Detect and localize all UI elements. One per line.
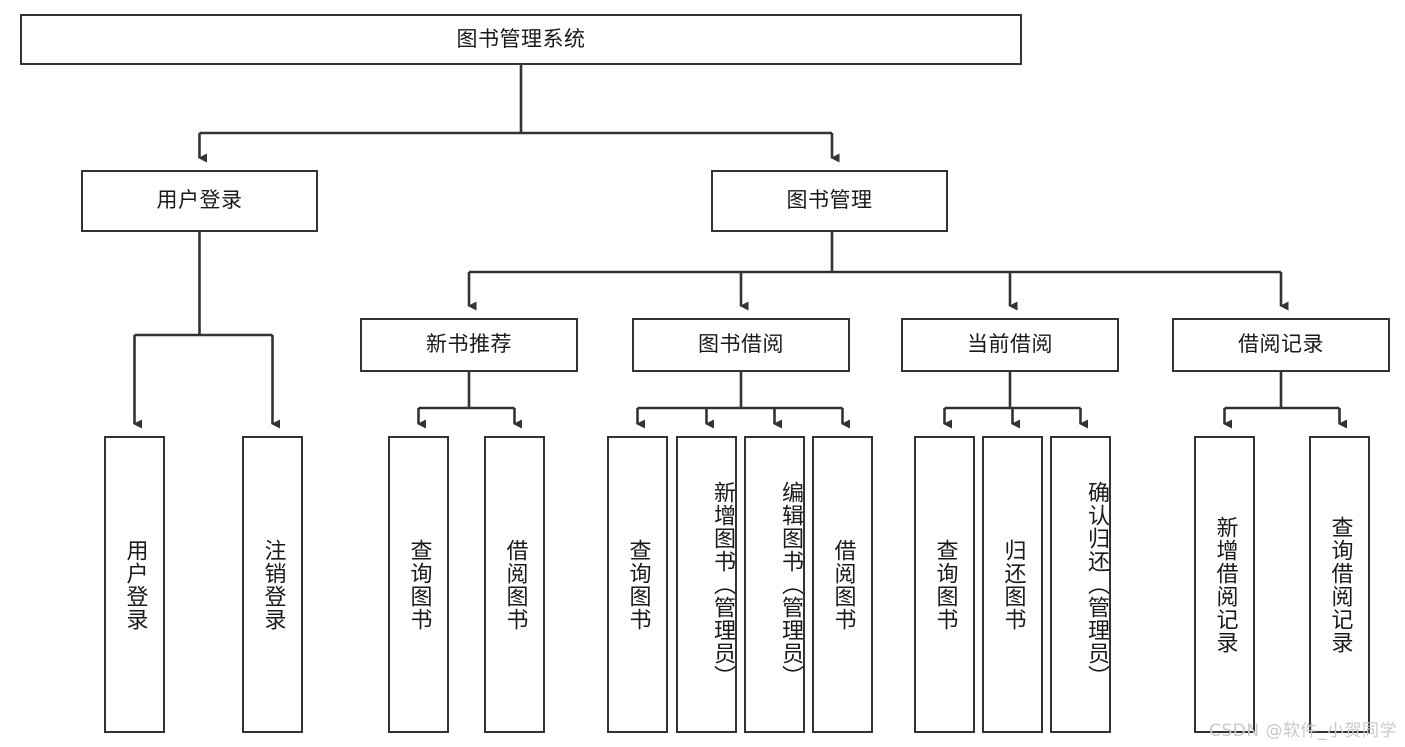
node-current-borrow-label: 当前借阅 <box>967 332 1053 357</box>
node-user-login-label: 用户登录 <box>156 188 243 213</box>
node-borrow-record[interactable]: 借阅记录 <box>1172 318 1390 372</box>
node-leaf-label: 用户登录 <box>122 538 148 631</box>
node-borrow-record-label: 借阅记录 <box>1238 332 1324 357</box>
node-leaf-confirm-return-admin[interactable]: 确认归还（管理员） <box>1050 436 1111 733</box>
node-new-book-recommend-label: 新书推荐 <box>426 332 512 357</box>
node-leaf-user-login[interactable]: 用户登录 <box>104 436 165 733</box>
node-leaf-label: 查询图书 <box>932 538 958 631</box>
watermark: CSDN @软件_小贺同学 <box>1209 721 1397 741</box>
node-new-book-recommend[interactable]: 新书推荐 <box>360 318 578 372</box>
node-root-label: 图书管理系统 <box>456 26 586 51</box>
node-leaf-query-book[interactable]: 查询图书 <box>607 436 668 733</box>
node-leaf-query-borrow-record[interactable]: 查询借阅记录 <box>1309 436 1370 733</box>
node-leaf-label: 查询借阅记录 <box>1327 515 1353 654</box>
node-root-system[interactable]: 图书管理系统 <box>20 14 1022 65</box>
node-leaf-label: 编辑图书（管理员） <box>778 481 803 688</box>
node-book-borrow[interactable]: 图书借阅 <box>632 318 850 372</box>
node-leaf-label: 新增图书（管理员） <box>710 481 735 688</box>
node-leaf-borrow-book[interactable]: 借阅图书 <box>812 436 873 733</box>
node-book-borrow-label: 图书借阅 <box>698 332 784 357</box>
node-leaf-label: 归还图书 <box>1000 538 1026 631</box>
node-leaf-label: 查询图书 <box>625 538 651 631</box>
node-leaf-label: 注销登录 <box>260 538 286 631</box>
node-leaf-label: 新增借阅记录 <box>1212 515 1238 654</box>
node-leaf-label: 借阅图书 <box>830 538 856 631</box>
node-user-login[interactable]: 用户登录 <box>81 170 318 232</box>
node-leaf-edit-book-admin[interactable]: 编辑图书（管理员） <box>744 436 805 733</box>
node-current-borrow[interactable]: 当前借阅 <box>901 318 1119 372</box>
node-leaf-logout[interactable]: 注销登录 <box>242 436 303 733</box>
node-leaf-label: 查询图书 <box>406 538 432 631</box>
node-book-management[interactable]: 图书管理 <box>711 170 948 232</box>
node-leaf-add-borrow-record[interactable]: 新增借阅记录 <box>1194 436 1255 733</box>
node-leaf-add-book-admin[interactable]: 新增图书（管理员） <box>676 436 737 733</box>
node-leaf-borrow-book-rec[interactable]: 借阅图书 <box>484 436 545 733</box>
node-leaf-label: 借阅图书 <box>502 538 528 631</box>
node-book-management-label: 图书管理 <box>786 188 873 213</box>
node-leaf-return-book[interactable]: 归还图书 <box>982 436 1043 733</box>
node-leaf-query-book-rec[interactable]: 查询图书 <box>388 436 449 733</box>
node-leaf-label: 确认归还（管理员） <box>1084 481 1109 688</box>
node-leaf-query-book-current[interactable]: 查询图书 <box>914 436 975 733</box>
